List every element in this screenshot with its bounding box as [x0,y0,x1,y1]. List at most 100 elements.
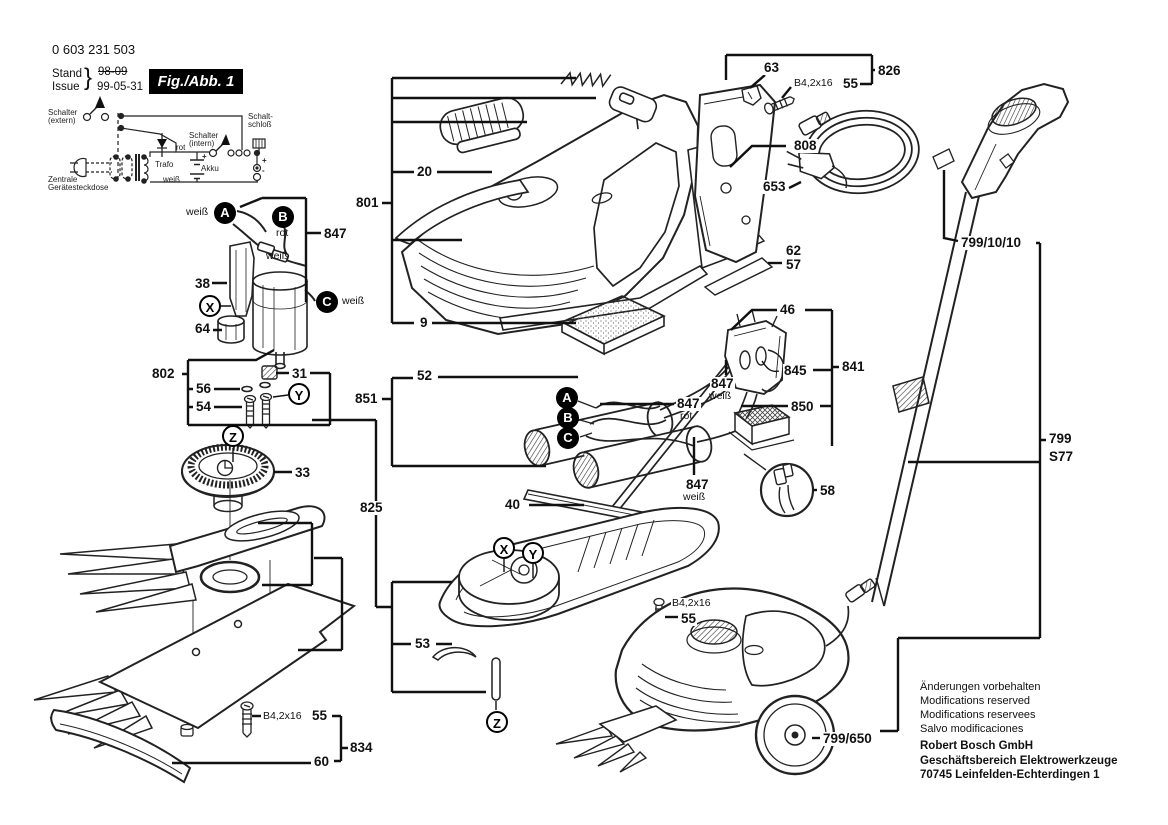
wire-label-weiss: weiß [186,206,209,218]
part-label-55: 55 [842,76,860,91]
pole-tag [932,148,955,170]
part-label-60: 60 [313,754,331,769]
part-label-46: 46 [779,302,797,317]
part-label-847: 847 [676,396,701,411]
filter-pad-drawing [560,295,666,356]
schematic-label-schalter-extern: Schalter(extern) [48,108,78,126]
plus-sign: + [202,152,207,161]
slider-switch-cap [439,96,525,154]
old-issue-date: 98-09 [98,66,128,78]
part-label-847: 847 [710,376,735,391]
wiring-schematic [70,96,266,184]
part-label-57: 57 [785,257,803,272]
part-label-9: 9 [419,315,429,330]
part-label-845: 845 [783,363,808,378]
part-label-20: 20 [416,164,434,179]
diode-icon [157,139,167,148]
part-20-trigger [394,179,530,245]
motor-assembly-drawing [217,210,316,429]
part-label-55: 55 [311,708,329,723]
part-label-64: 64 [194,321,212,336]
part-label-653: 653 [762,179,787,194]
part-label-63: 63 [763,60,781,75]
figure-title-box: Fig./Abb. 1 [149,69,243,94]
part-60-shoe [50,708,192,784]
part-label-62: 62 [785,243,803,258]
part-53-shim [431,646,477,661]
wire-label-rot: rot [276,227,289,239]
part-845-spring-wire [761,349,785,393]
upper-blade [59,505,326,613]
upper-housing-drawing [394,71,774,336]
part-64-cap [217,315,245,327]
ref-marker-x: X [493,537,515,559]
schematic-label-akku: Akku [201,164,219,173]
contact-holder-drawing [724,309,795,451]
wire-marker-b: B [272,206,294,228]
gear-teeth [187,443,269,489]
part-label-799: 799 [1048,431,1073,446]
part-label-841: 841 [841,359,866,374]
wire-marker-a: A [556,387,578,409]
leader-lines-thin [221,305,780,710]
wire-marker-c: C [316,291,338,313]
detail-circle-58 [743,453,815,518]
part-label-33: 33 [294,465,312,480]
charge-connector [798,111,831,136]
company-address: Robert Bosch GmbH Geschäftsbereich Elekt… [920,740,1118,782]
screw-55-bottom [240,701,254,738]
mains-plug [786,150,836,180]
screw-spec-label: B4,2x16 [793,77,834,89]
wire-marker-c: C [557,427,579,449]
issue-label: Issue [52,81,80,93]
part-9-rail [499,264,709,331]
wire-label-weiss: weiß [709,390,732,402]
assembled-tool-drawing [555,577,885,776]
part-z-pin [491,657,501,701]
button-part [608,86,658,130]
part-label-847: 847 [323,226,348,241]
wall-bracket-drawing [687,83,795,270]
transformer-core-icon [135,154,140,181]
wire-label-weiss: weiß [342,295,365,307]
pole-handle-drawing [871,82,1070,607]
part-label-851: 851 [354,391,379,406]
part-label-31: 31 [291,366,309,381]
nut-part [180,723,194,737]
collar-grip [892,376,930,413]
leader-lines-thick [172,53,1046,765]
part-63-clip [741,85,762,106]
part-label-847: 847 [685,477,710,492]
schematic-label-schaltschloss: Schalt-schloß [248,112,273,130]
stand-label: Stand [52,68,83,80]
gear-and-blades-drawing [33,443,357,784]
part-label-38: 38 [194,276,212,291]
charger-cable-drawing [786,109,920,195]
ref-marker-z: Z [222,425,244,447]
screw-spec-label: B4,2x16 [671,597,712,609]
wire-label-weiss: weiß [683,491,706,503]
wire-label-rot: rot [680,410,693,422]
part-31-coupler [261,365,278,380]
switch-arrow-icon [95,96,105,108]
brace-glyph: } [84,64,93,91]
ref-marker-x: X [199,295,221,317]
schematic-label-schalter-intern: Schalter(intern) [189,131,219,149]
mains-plug-icon [73,157,87,178]
part-label-808: 808 [793,138,818,153]
part-label-799-10-10: 799/10/10 [960,235,1023,250]
plus-sign: + [262,156,267,165]
part-38-holder [229,241,255,317]
minus-sign: - [262,166,265,175]
ref-marker-y: Y [522,542,544,564]
issue-date: 99-05-31 [97,81,144,93]
minus-sign: - [202,169,205,178]
wire-marker-b: B [557,407,579,429]
part-54-screws [243,392,273,429]
schematic-label-trafo: Trafo [155,160,174,169]
part-label-53: 53 [414,636,432,651]
gearbox-boss [458,549,560,605]
part-label-799-650: 799/650 [822,731,873,746]
screw-spec-label: B4,2x16 [262,710,303,722]
